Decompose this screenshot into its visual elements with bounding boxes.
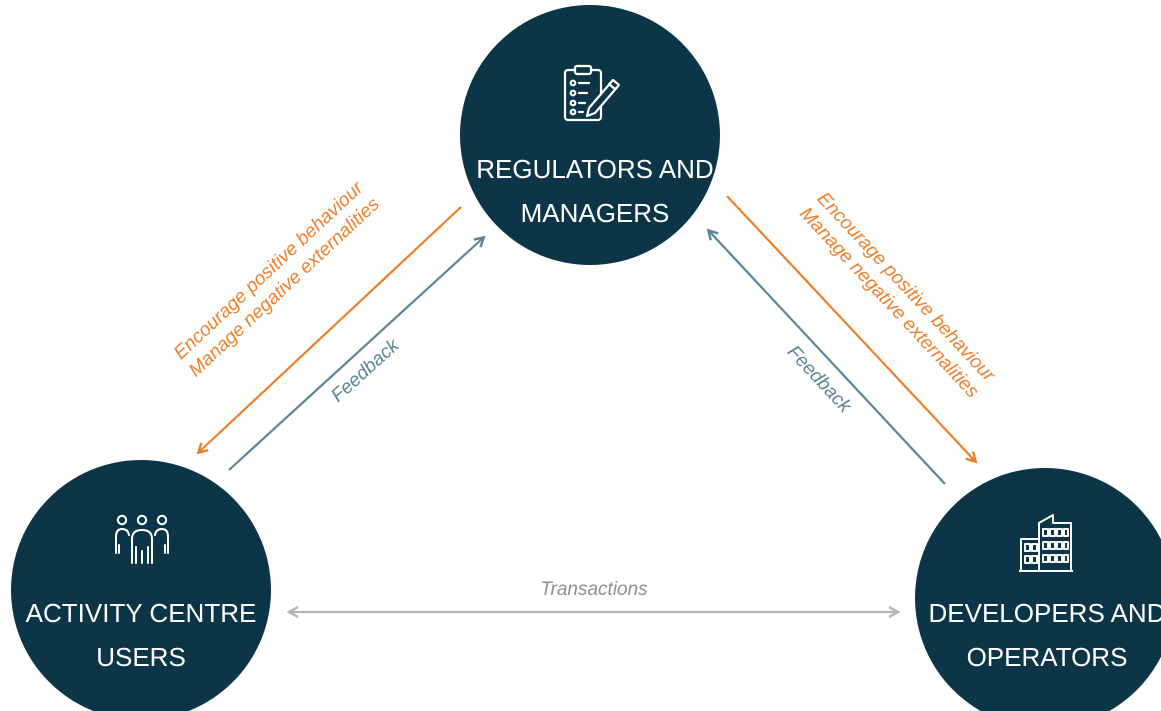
node-regulators-circle [460, 5, 720, 265]
transactions-label: Transactions [540, 579, 648, 600]
right-regulation-line1: Encourage positive behaviour [813, 188, 1000, 386]
node-regulators-line2: MANAGERS [521, 198, 670, 228]
node-developers-circle [915, 468, 1161, 711]
node-regulators-line1: REGULATORS AND [476, 154, 713, 184]
node-developers-line1: DEVELOPERS AND [929, 598, 1161, 628]
node-users: ACTIVITY CENTRE USERS [11, 460, 271, 711]
node-developers-line2: OPERATORS [967, 642, 1128, 672]
right-regulation-arrow [726, 195, 975, 461]
people-group-icon [115, 514, 169, 564]
node-users-line2: USERS [96, 642, 186, 672]
node-developers: DEVELOPERS AND OPERATORS [915, 468, 1161, 711]
clipboard-pen-icon [563, 64, 621, 122]
right-feedback-text: Feedback [783, 342, 856, 418]
node-users-line1: ACTIVITY CENTRE [26, 598, 257, 628]
node-regulators: REGULATORS AND MANAGERS [460, 5, 720, 265]
right-feedback-label: Feedback [783, 342, 856, 418]
left-feedback-arrow [228, 238, 483, 471]
left-regulation-arrow [199, 206, 462, 452]
left-regulation-line1: Encourage positive behaviour [170, 177, 368, 364]
node-users-circle [11, 460, 271, 711]
right-feedback-arrow [709, 231, 946, 485]
left-regulation-label: Encourage positive behaviour Manage nega… [170, 177, 384, 381]
left-regulation-line2: Manage negative externalities [185, 193, 384, 381]
buildings-icon [1019, 514, 1073, 572]
